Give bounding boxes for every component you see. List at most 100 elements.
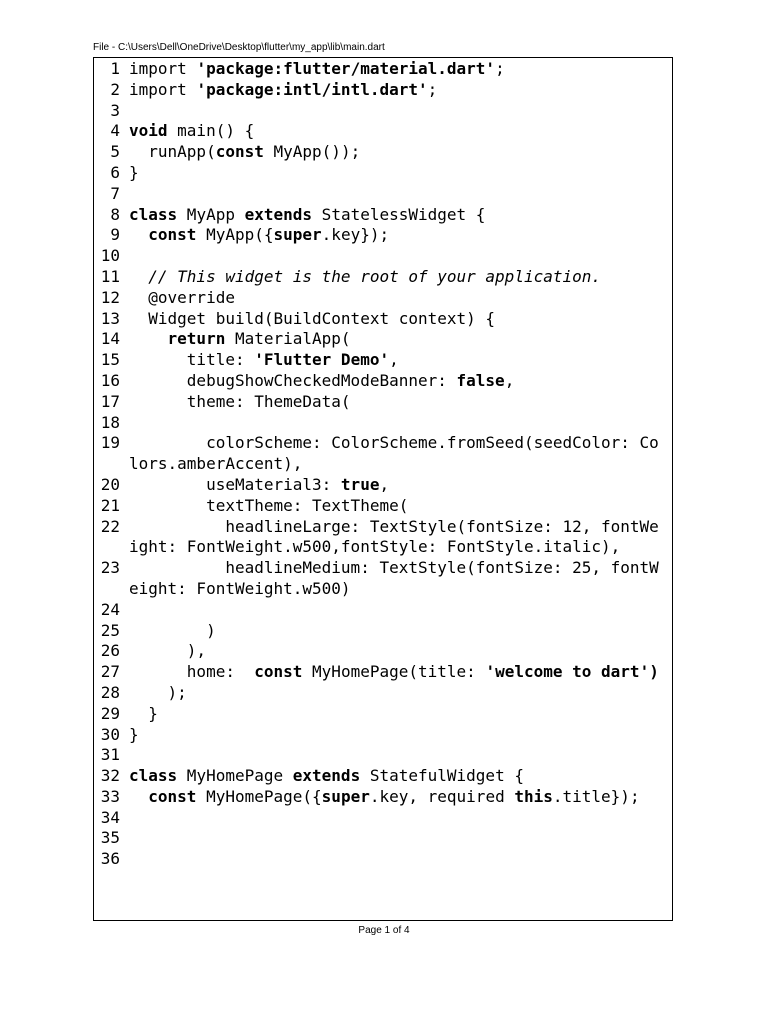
line-number: 13 [100, 308, 120, 328]
code-token: MyHomePage [177, 766, 293, 786]
line-code: textTheme: TextTheme( [129, 495, 672, 517]
code-token: ), [129, 641, 207, 661]
code-token: MyApp [177, 204, 245, 224]
line-number: 4 [110, 121, 120, 141]
code-token: 'Flutter Demo' [254, 350, 390, 370]
line-number: 28 [100, 682, 120, 702]
code-token: home: [129, 662, 255, 682]
line-number: 11 [100, 266, 120, 286]
code-line: 18 ​ [94, 412, 672, 434]
line-code: headlineMedium: TextStyle(fontSize: 25, … [129, 558, 672, 600]
line-code: const MyHomePage({super.key, required th… [129, 786, 672, 808]
line-number: 34 [100, 807, 120, 827]
code-line: 20 useMaterial3: true, [94, 474, 672, 496]
line-code: const MyApp({super.key}); [129, 225, 672, 246]
line-code: Widget build(BuildContext context) { [129, 309, 672, 330]
line-code: } [129, 162, 672, 184]
code-line: 10 ​ [94, 246, 672, 267]
code-token: const [148, 786, 197, 806]
line-number: 32 [100, 766, 120, 786]
code-token: import [129, 79, 197, 99]
code-token: // This widget is the root of your appli… [148, 266, 602, 286]
line-number: 12 [100, 287, 120, 307]
line-code: // This widget is the root of your appli… [129, 266, 672, 288]
page-number: Page 1 of 4 [358, 925, 410, 936]
code-token: ; [427, 79, 438, 99]
line-code: ​ [129, 849, 672, 870]
line-code: import 'package:intl/intl.dart'; [129, 79, 672, 101]
code-line: 9 const MyApp({super.key}); [94, 225, 672, 246]
line-number: 15 [100, 350, 120, 370]
line-code: runApp(const MyApp()); [129, 142, 672, 163]
code-token: super [321, 786, 370, 806]
code-token: MyApp()); [263, 142, 361, 162]
code-token: headlineMedium: TextStyle(fontSize: 25, … [129, 558, 659, 598]
code-token: MyApp({ [196, 225, 274, 245]
line-code: } [129, 704, 672, 725]
line-number: 17 [100, 391, 120, 411]
line-number: 33 [100, 786, 120, 806]
code-token: extends [244, 204, 313, 224]
code-line: 35 ​ [94, 828, 672, 849]
line-code: ​ [129, 246, 672, 267]
code-token: void [129, 121, 168, 141]
code-token: const [254, 662, 303, 682]
line-code: void main() { [129, 121, 672, 142]
code-line: 5 runApp(const MyApp()); [94, 142, 672, 163]
code-line: 22 headlineLarge: TextStyle(fontSize: 12… [94, 516, 672, 559]
code-line: 30} [94, 724, 672, 746]
code-line: 11 // This widget is the root of your ap… [94, 266, 672, 288]
code-token: headlineLarge: TextStyle(fontSize: 12, f… [129, 516, 659, 557]
code-line: 6} [94, 162, 672, 184]
line-code: ​ [129, 600, 672, 621]
line-number: 10 [100, 246, 120, 266]
line-code: ​ [129, 101, 672, 122]
code-token: textTheme: TextTheme( [129, 495, 409, 515]
line-code: ​ [129, 828, 672, 849]
code-token: title: [129, 350, 255, 370]
code-token: this [514, 786, 553, 806]
code-token: main() { [167, 121, 255, 141]
code-token: StatefulWidget { [360, 766, 524, 786]
line-code: ​ [129, 184, 672, 205]
line-number: 9 [110, 225, 120, 245]
line-code: title: 'Flutter Demo', [129, 350, 672, 371]
code-line: 28 ); [94, 682, 672, 704]
line-code: import 'package:flutter/material.dart'; [129, 59, 672, 80]
code-token: MaterialApp( [225, 329, 351, 349]
line-number: 5 [110, 142, 120, 162]
line-code: return MaterialApp( [129, 329, 672, 350]
code-token: const [215, 142, 264, 162]
code-token: @override [129, 287, 235, 307]
code-line: 3​ [94, 100, 672, 122]
code-token: } [129, 724, 139, 744]
line-code: debugShowCheckedModeBanner: false, [129, 370, 672, 392]
code-token [129, 267, 148, 286]
code-line: 34​ [94, 807, 672, 829]
code-token: ); [129, 682, 187, 702]
line-code: useMaterial3: true, [129, 474, 672, 496]
line-code: ) [129, 621, 672, 642]
code-line: 15 title: 'Flutter Demo', [94, 350, 672, 371]
line-number: 18 [100, 412, 120, 432]
code-line: 13 Widget build(BuildContext context) { [94, 308, 672, 330]
code-token: } [129, 162, 139, 182]
line-number: 35 [100, 828, 120, 848]
line-number: 31 [100, 745, 120, 765]
line-code: colorScheme: ColorScheme.fromSeed(seedCo… [129, 433, 672, 475]
code-token: super [273, 225, 322, 245]
line-number: 3 [110, 100, 120, 120]
line-code: ​ [129, 413, 672, 434]
line-number: 8 [110, 204, 120, 224]
code-token: 'package:flutter/material.dart' [196, 59, 496, 78]
code-line: 12 @override [94, 287, 672, 309]
code-token [129, 329, 168, 348]
code-line: 33 const MyHomePage({super.key, required… [94, 786, 672, 808]
line-code: ​ [129, 745, 672, 766]
code-line: 14 return MaterialApp( [94, 329, 672, 350]
code-token: debugShowCheckedModeBanner: [129, 370, 457, 390]
code-token: useMaterial3: [129, 474, 341, 494]
code-token: false [456, 370, 505, 390]
